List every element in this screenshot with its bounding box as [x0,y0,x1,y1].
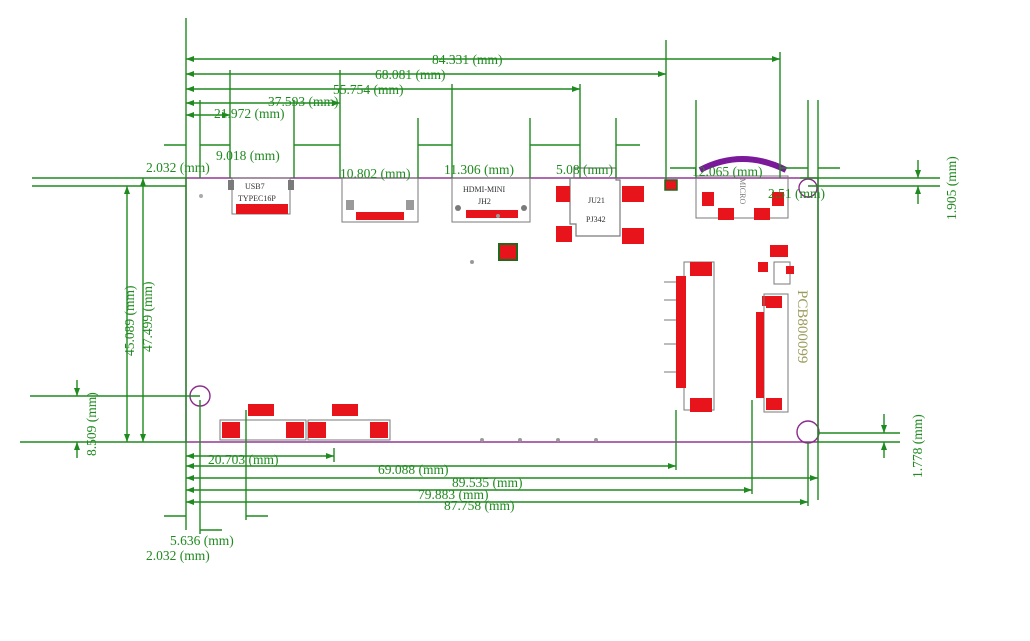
audio-ref-label: JU21 [588,196,605,205]
dimension-labels: 84.331 (mm) 68.081 (mm) 55.754 (mm) 37.5… [84,52,959,563]
bottom-connector-1 [219,404,307,441]
dim-1-905: 1.905 (mm) [944,156,959,220]
board-id-label: PCB800099 [794,290,810,363]
dim-12-065: 12.065 (mm) [692,164,763,179]
dimension-lines [20,18,940,534]
dim-11-306: 11.306 (mm) [444,162,514,177]
dim-2-51: 2.51 (mm) [768,186,825,201]
dim-5-08: 5.08 (mm) [556,162,613,177]
dim-5-636: 5.636 (mm) [170,533,234,548]
dim-1-778: 1.778 (mm) [910,414,925,478]
fpc-connector-small: PCB800099 [756,290,810,413]
hdmi-connector [341,177,419,223]
dim-89-535: 89.535 (mm) [452,475,523,490]
dim-84-331: 84.331 (mm) [432,52,503,67]
dim-37-593: 37.593 (mm) [268,94,339,109]
micro-usb-connector: MICRO [695,156,789,220]
micro-usb-label: MICRO [738,178,747,204]
fpc-connector-large [664,261,715,412]
usb-type-label: TYPEC16P [238,194,276,203]
mount-hole-top-right [798,178,818,198]
arrowheads [74,56,921,505]
dim-47-499: 47.499 (mm) [140,282,155,353]
dim-79-883: 79.883 (mm) [418,487,489,502]
dim-2-032-top: 2.032 (mm) [146,160,210,175]
dim-87-758: 87.758 (mm) [444,498,515,513]
hdmi-name-label: HDMI-MINI [463,185,506,194]
small-component [498,243,518,261]
dim-21-972: 21.972 (mm) [214,106,285,121]
hdmi-ref-label: JH2 [478,197,491,206]
usb-c-connector: USB7 TYPEC16P [228,177,294,215]
dim-20-703: 20.703 (mm) [208,452,279,467]
small-smd [664,179,678,191]
usb-ref-label: USB7 [245,182,265,191]
dim-69-088: 69.088 (mm) [378,462,449,477]
dim-9-018: 9.018 (mm) [216,148,280,163]
mount-hole-top-left [199,194,203,198]
dim-55-754: 55.754 (mm) [333,82,404,97]
bottom-connector-2 [307,404,391,441]
dim-45-089: 45.089 (mm) [122,286,137,357]
mini-hdmi-connector: HDMI-MINI JH2 [451,177,531,223]
dim-68-081: 68.081 (mm) [375,67,446,82]
dim-2-032-bottom: 2.032 (mm) [146,548,210,563]
mount-hole-bottom-right [796,420,820,444]
audio-type-label: PJ342 [586,215,606,224]
dim-10-802: 10.802 (mm) [340,166,411,181]
dim-8-509: 8.509 (mm) [84,392,99,456]
audio-jack: JU21 PJ342 [556,167,644,244]
test-points [470,214,598,442]
